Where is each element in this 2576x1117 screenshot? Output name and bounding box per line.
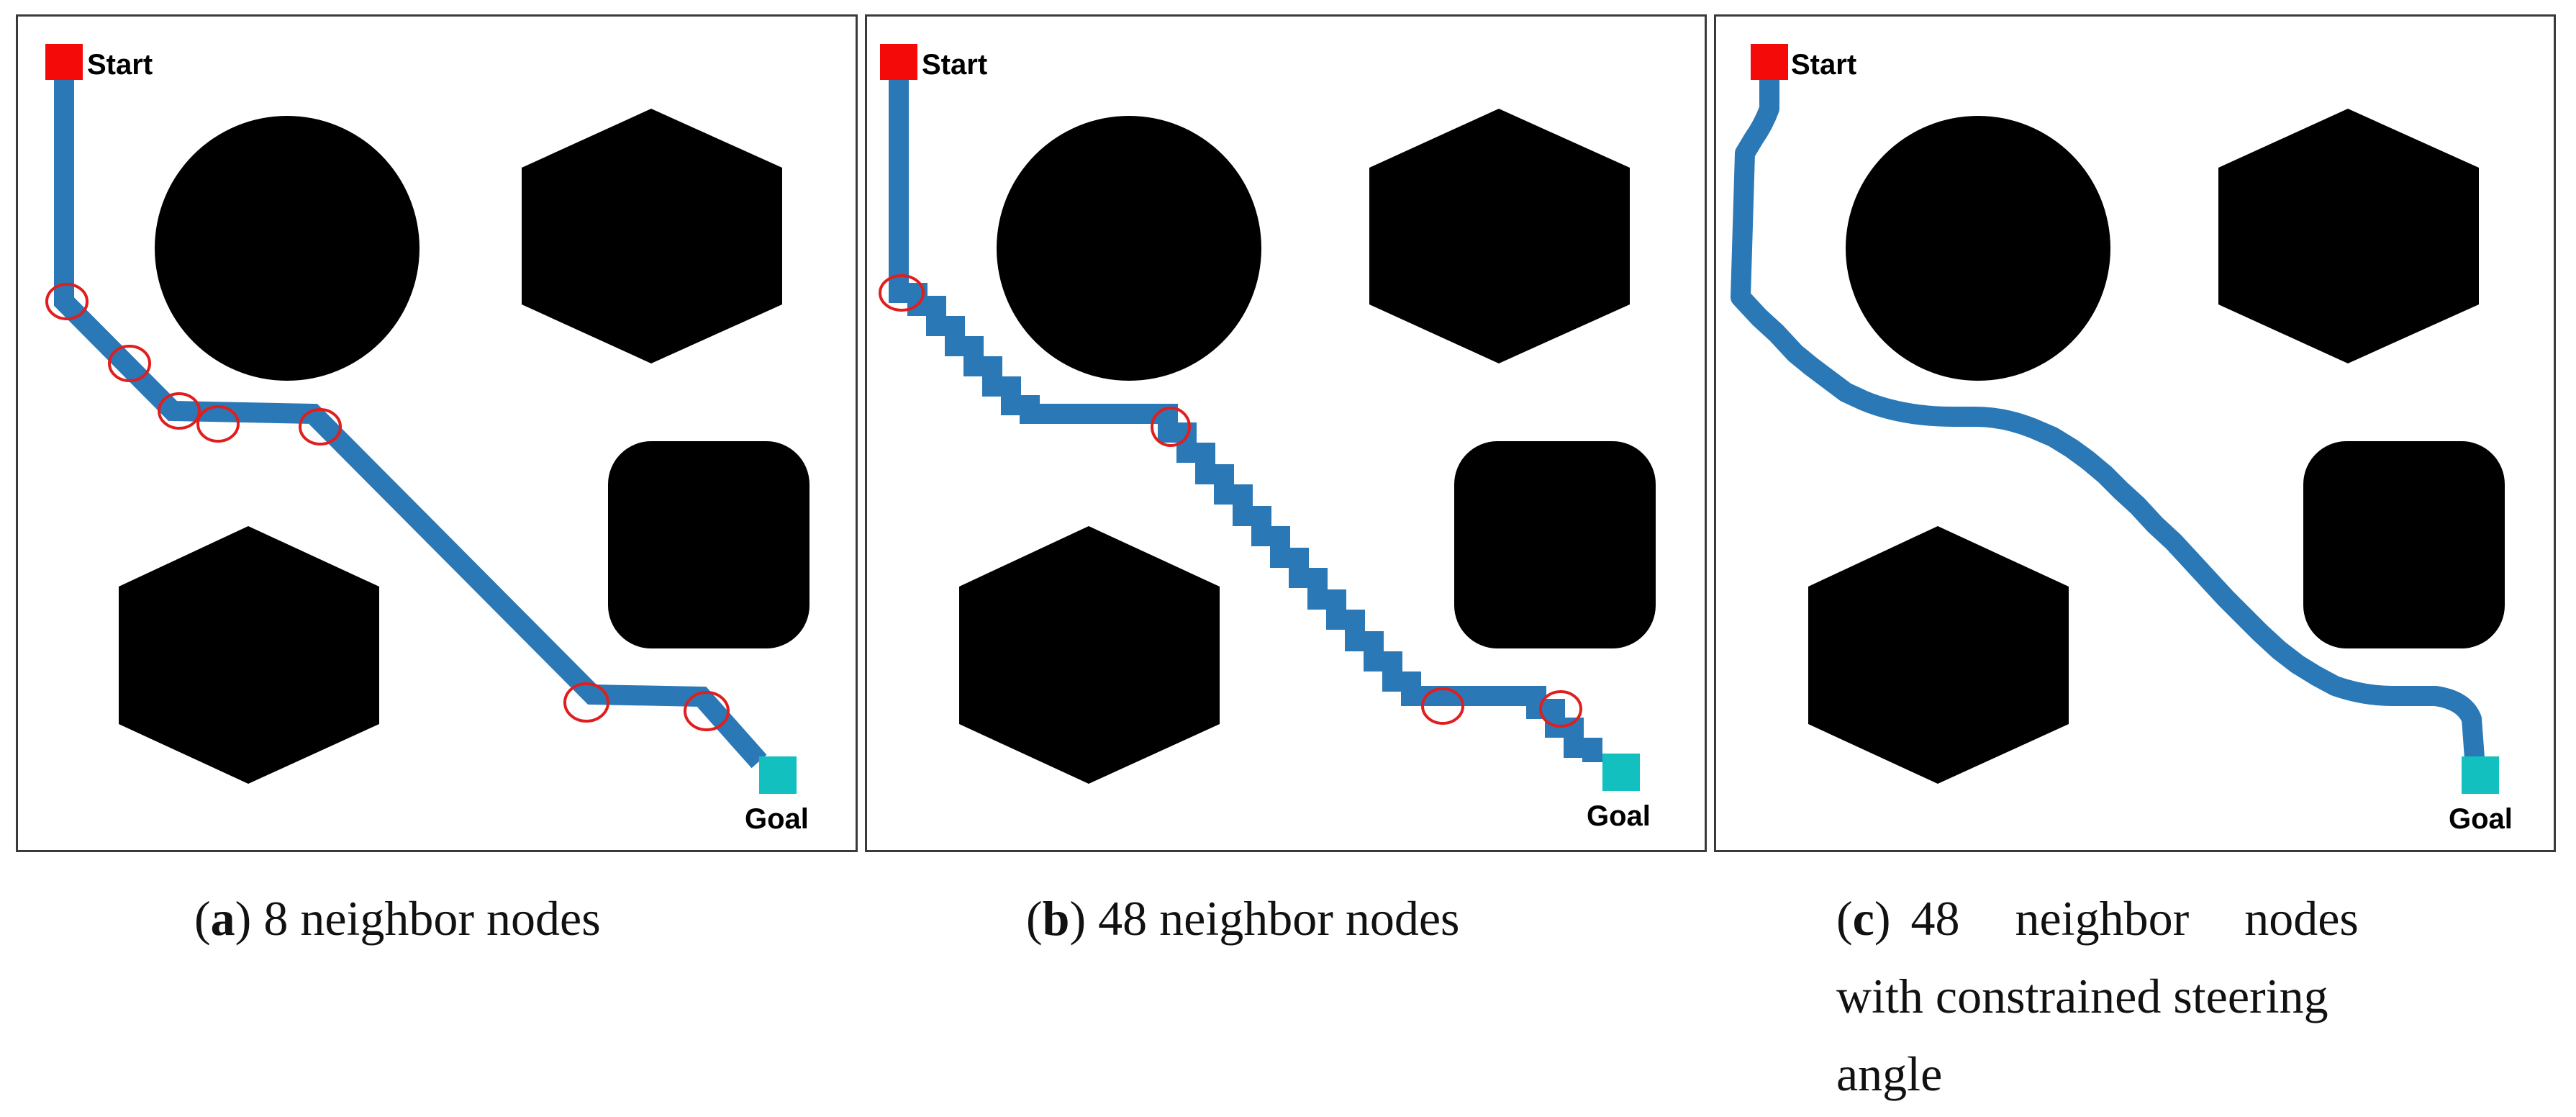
highlight-circle xyxy=(108,345,151,382)
goal-label: Goal xyxy=(745,803,809,835)
start-label: Start xyxy=(922,49,987,81)
highlight-circle xyxy=(684,691,730,731)
goal-marker xyxy=(759,756,797,794)
hexagon-obstacle-bottom xyxy=(119,526,379,784)
goal-label: Goal xyxy=(2449,803,2513,835)
rounded-rect-obstacle xyxy=(2303,441,2505,648)
highlight-circle xyxy=(45,283,89,320)
panel-c: Start Goal xyxy=(1714,14,2556,852)
caption-c-text1: 48 neighbor nodes xyxy=(1910,891,2359,946)
highlight-circle xyxy=(879,274,925,312)
highlight-circle xyxy=(299,408,342,446)
panel-b: Start Goal xyxy=(865,14,1707,852)
start-marker xyxy=(880,44,917,80)
hexagon-obstacle-bottom xyxy=(959,526,1220,784)
panel-a: Start Goal xyxy=(16,14,858,852)
goal-marker xyxy=(1602,754,1640,791)
planned-path xyxy=(1731,61,2485,759)
hexagon-obstacle-top xyxy=(2218,109,2479,363)
start-label: Start xyxy=(1791,49,1856,81)
start-marker xyxy=(1751,44,1788,80)
map-c: Start Goal xyxy=(1731,44,2513,835)
map-b: Start Goal xyxy=(879,44,1656,832)
circle-obstacle xyxy=(1846,116,2110,381)
start-label: Start xyxy=(87,49,153,81)
highlight-circle xyxy=(1539,690,1582,728)
caption-c-line1: (c) 48 neighbor nodes xyxy=(1836,879,2435,957)
caption-b: (b) 48 neighbor nodes xyxy=(1026,891,1460,946)
caption-b-letter: b xyxy=(1042,891,1070,946)
hexagon-obstacle-top xyxy=(522,109,782,363)
caption-c-text3: angle xyxy=(1836,1046,1943,1101)
rounded-rect-obstacle xyxy=(608,441,809,648)
circle-obstacle xyxy=(155,116,419,381)
hexagon-obstacle-bottom xyxy=(1808,526,2069,784)
hexagon-obstacle-top xyxy=(1369,109,1630,363)
highlight-circle xyxy=(563,682,609,723)
caption-a-text: 8 neighbor nodes xyxy=(251,891,601,946)
caption-a: (a) 8 neighbor nodes xyxy=(194,891,601,946)
rounded-rect-obstacle xyxy=(1454,441,1656,648)
planned-path xyxy=(54,60,767,769)
circle-obstacle xyxy=(997,116,1261,381)
goal-marker xyxy=(2462,756,2499,794)
caption-c-letter: c xyxy=(1852,891,1874,946)
caption-c-text2: with constrained steering xyxy=(1836,969,2328,1023)
highlight-circle xyxy=(196,405,240,443)
map-a: Start Goal xyxy=(45,44,809,835)
caption-b-text: 48 neighbor nodes xyxy=(1086,891,1460,946)
highlight-circle xyxy=(158,392,201,430)
goal-label: Goal xyxy=(1587,800,1651,832)
caption-c: (c) 48 neighbor nodes with constrained s… xyxy=(1836,879,2435,1113)
caption-a-letter: a xyxy=(210,891,235,946)
highlight-circle xyxy=(1151,407,1191,447)
planned-path xyxy=(889,60,1602,762)
start-marker xyxy=(45,44,83,80)
highlight-circle xyxy=(1421,687,1464,725)
